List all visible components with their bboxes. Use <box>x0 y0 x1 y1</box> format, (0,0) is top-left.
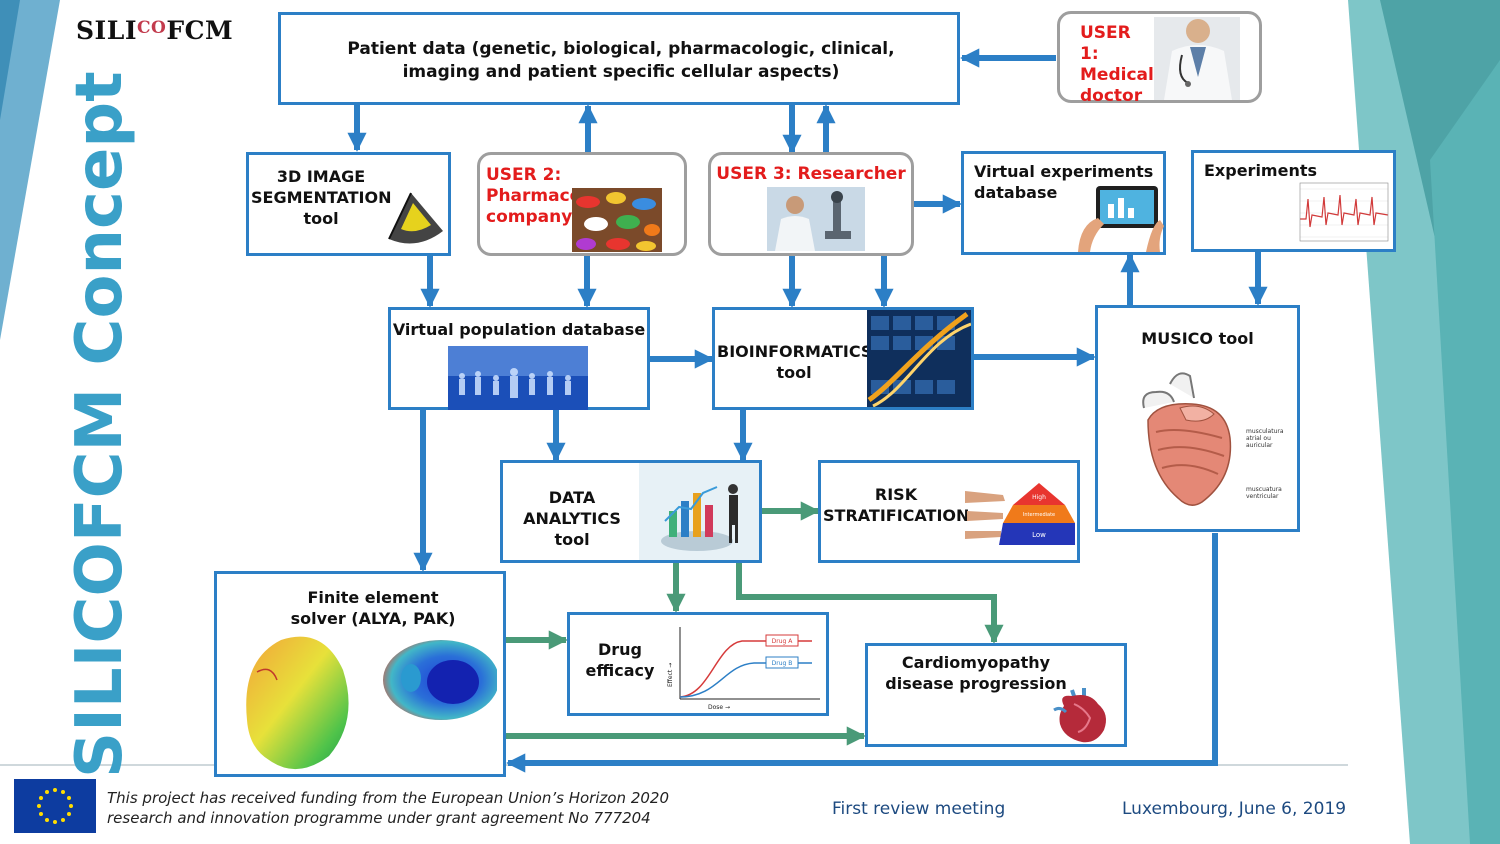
arrow-musico-to-fesolver <box>506 533 1218 773</box>
eu-flag-icon <box>14 779 96 833</box>
dose-axis-label: Dose → <box>708 704 730 711</box>
segmentation-label: 3D IMAGE SEGMENTATION tool <box>251 167 392 228</box>
drug-b-legend: Drug B <box>772 660 793 667</box>
drug-a-legend: Drug A <box>772 638 794 645</box>
data-analytics-label: DATA ANALYTICS tool <box>523 488 621 549</box>
risk-low-label: Low <box>1032 531 1046 539</box>
virtual-experiments-label: Virtual experiments database <box>974 162 1154 202</box>
dna-image <box>867 310 971 407</box>
user1-label: USER 1: Medical doctor <box>1080 23 1154 106</box>
user1-box: USER 1: Medical doctor <box>1057 11 1262 106</box>
fe-solver-label: Finite element solver (ALYA, PAK) <box>290 588 456 628</box>
place-date-label: Luxembourg, June 6, 2019 <box>1122 799 1347 819</box>
bioinformatics-label: BIOINFORMATICS tool <box>717 342 873 382</box>
bioinformatics-box: BIOINFORMATICS tool <box>712 307 974 410</box>
risk-stratification-label: RISK STRATIFICATION <box>823 485 970 525</box>
risk-high-label: High <box>1032 494 1046 501</box>
risk-stratification-box: RISK STRATIFICATION High Intermediate Lo… <box>818 460 1080 563</box>
user3-box: USER 3: Researcher <box>708 152 914 256</box>
virtual-population-box: Virtual population database <box>388 307 650 410</box>
experiments-box: Experiments <box>1191 150 1396 252</box>
cardiomyopathy-label: Cardiomyopathy disease progression <box>885 653 1067 693</box>
musico-label: MUSICO tool <box>1141 329 1254 348</box>
drug-efficacy-box: Drug efficacy Drug A Drug B Dose → Effec… <box>567 612 829 716</box>
data-analytics-box: DATA ANALYTICS tool <box>500 460 762 563</box>
fe-heart-models-image <box>246 636 497 770</box>
effect-axis-label: Effect → <box>667 663 674 687</box>
heart-label-atrial: musculatura atrial ou auricular <box>1246 428 1284 449</box>
ultrasound-image <box>388 192 443 244</box>
researcher-image <box>767 187 865 251</box>
drug-efficacy-label: Drug efficacy <box>585 640 655 680</box>
heart-label-ventricular: muscuatura ventricular <box>1246 486 1282 500</box>
tablet-hands-image <box>1078 186 1164 252</box>
patient-data-label: Patient data (genetic, biological, pharm… <box>347 39 895 82</box>
anatomical-heart-image <box>1053 688 1106 743</box>
experiments-label: Experiments <box>1204 161 1318 180</box>
user3-label: USER 3: Researcher <box>716 164 906 184</box>
musico-box: MUSICO tool musculatura atrial ou auricu… <box>1095 305 1300 532</box>
arrow-analytics-to-cardio <box>736 563 1004 644</box>
dose-response-chart: Drug A Drug B Dose → Effect → <box>667 627 820 711</box>
risk-mid-label: Intermediate <box>1023 512 1055 518</box>
cardiomyopathy-box: Cardiomyopathy disease progression <box>865 643 1127 747</box>
risk-pyramid-image: High Intermediate Low <box>965 483 1075 545</box>
virtual-population-label: Virtual population database <box>392 320 646 339</box>
meeting-label: First review meeting <box>832 799 1006 819</box>
analytics-image <box>639 463 759 560</box>
segmentation-box: 3D IMAGE SEGMENTATION tool <box>246 152 451 256</box>
funding-statement: This project has received funding from t… <box>107 789 669 827</box>
patient-data-box: Patient data (genetic, biological, pharm… <box>278 12 960 105</box>
heart-muscle-image <box>1142 372 1232 506</box>
virtual-experiments-box: Virtual experiments database <box>961 151 1166 255</box>
doctor-image <box>1154 17 1240 100</box>
crowd-image <box>448 346 588 410</box>
user2-box: USER 2: Pharmaceutical company <box>477 152 687 256</box>
pills-image <box>572 188 662 252</box>
silicofcm-logo: SILICOFCM <box>76 16 234 45</box>
fe-solver-box: Finite element solver (ALYA, PAK) <box>214 571 506 777</box>
ecg-chart-image <box>1292 179 1392 247</box>
